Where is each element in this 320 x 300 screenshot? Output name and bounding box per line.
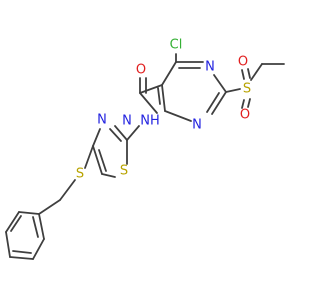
bond [5, 211, 20, 233]
bond [32, 216, 39, 238]
sulfonyl-sulfur-label: S [243, 82, 251, 97]
bond [32, 238, 45, 260]
bond [101, 173, 116, 178]
thiadiazole-nitrogen-label: N [97, 113, 107, 128]
bond [247, 98, 251, 108]
bond [92, 128, 101, 147]
thioether-sulfur-label: S [76, 167, 84, 182]
bond [225, 88, 241, 93]
carbonyl-oxygen-label: O [136, 63, 146, 78]
pyrimidine-nitrogen-label: N [205, 60, 215, 75]
bond [241, 99, 245, 109]
canvas-background [0, 0, 300, 300]
bond [206, 92, 220, 113]
pyrimidine-nitrogen-label: N [192, 118, 202, 133]
atom-labels: Cl N N S O O O NH N N S S [76, 38, 251, 182]
sulfonyl-oxygen-label: O [240, 108, 250, 123]
bond [10, 215, 22, 232]
bond [38, 213, 45, 240]
bond [9, 256, 34, 260]
bond [211, 91, 227, 115]
bond [241, 69, 245, 80]
bonds [5, 53, 285, 260]
bond [161, 61, 177, 86]
bond [164, 110, 192, 122]
sulfonyl-oxygen-label: O [238, 55, 248, 70]
bond [98, 149, 107, 172]
bond [38, 199, 61, 215]
bond [84, 145, 94, 169]
bond [250, 63, 263, 81]
chlorine-label: Cl [170, 38, 183, 53]
bond [109, 128, 122, 142]
bond [139, 92, 158, 114]
amide-nitrogen-label: NH [140, 114, 160, 129]
bond [92, 145, 103, 175]
bond [5, 231, 11, 258]
bond [161, 84, 166, 112]
bond [59, 179, 76, 201]
molecule-structure: Cl N N S O O O NH N N S S [0, 0, 300, 300]
bond [126, 125, 140, 141]
bond [157, 87, 161, 105]
bond [18, 211, 40, 215]
bond [114, 125, 128, 141]
thiadiazole-nitrogen-label: N [122, 114, 132, 129]
bond [213, 74, 227, 93]
bond [247, 68, 251, 79]
thiadiazole-sulfur-label: S [120, 164, 128, 179]
bond [139, 84, 163, 94]
bond [12, 250, 32, 254]
